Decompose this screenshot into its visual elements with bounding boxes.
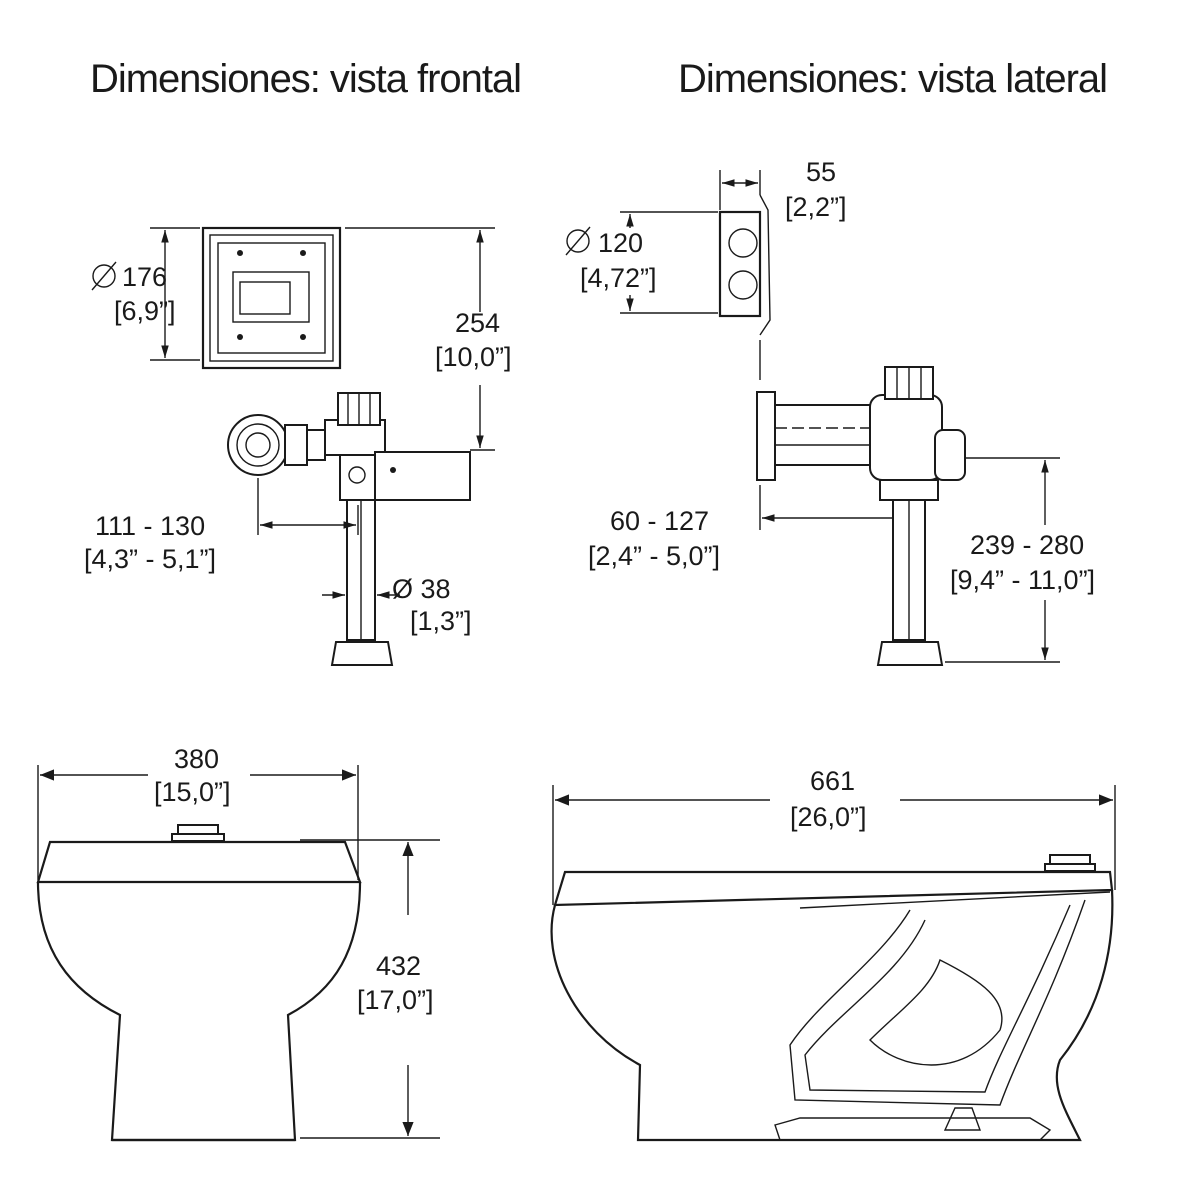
side-toilet-length-mm: 661 <box>810 766 855 796</box>
side-offset-mm: 60 - 127 <box>610 506 709 536</box>
side-depth-mm: 55 <box>806 157 836 187</box>
front-toilet <box>36 824 362 1142</box>
side-height-dimension: 239 - 280 [9,4” - 11,0”] <box>945 457 1095 663</box>
pipe-diameter-mm: Ø 38 <box>392 574 451 604</box>
side-toilet-length-in: [26,0”] <box>790 802 867 832</box>
front-toilet-width-in: [15,0”] <box>154 777 231 807</box>
side-depth-in: [2,2”] <box>785 192 847 222</box>
side-plate-dimension: 120 [4,72”] <box>565 211 718 314</box>
front-offset-dimension: 111 - 130 [4,3” - 5,1”] <box>84 478 359 574</box>
front-toilet-height-in: [17,0”] <box>357 985 434 1015</box>
front-height-in: [10,0”] <box>435 342 512 372</box>
front-height-mm: 254 <box>455 308 500 338</box>
side-toilet-length-dimension: 661 [26,0”] <box>552 766 1116 905</box>
front-offset-mm: 111 - 130 <box>95 511 205 541</box>
title-side-view: Dimensiones: vista lateral <box>678 57 1108 101</box>
diameter-icon <box>91 261 117 291</box>
front-flush-valve <box>227 392 471 666</box>
side-height-mm: 239 - 280 <box>970 530 1084 560</box>
front-panel-dimension: 176 [6,9”] <box>91 227 200 361</box>
front-toilet-width-dimension: 380 [15,0”] <box>37 744 359 880</box>
side-plate-mm: 120 <box>598 228 643 258</box>
side-height-in: [9,4” - 11,0”] <box>950 565 1095 595</box>
pipe-diameter-in: [1,3”] <box>410 606 472 636</box>
panel-size-in: [6,9”] <box>114 296 176 326</box>
side-flush-plate <box>718 194 771 336</box>
side-depth-dimension: 55 [2,2”] <box>719 157 847 222</box>
pipe-diameter-dimension: Ø 38 [1,3”] <box>322 574 472 636</box>
front-toilet-height-mm: 432 <box>376 951 421 981</box>
front-flush-panel <box>201 226 342 370</box>
side-toilet <box>550 854 1114 1142</box>
panel-size-mm: 176 <box>122 262 167 292</box>
side-offset-dimension: 60 - 127 [2,4” - 5,0”] <box>588 485 893 571</box>
side-plate-in: [4,72”] <box>580 263 657 293</box>
diameter-icon <box>565 226 591 256</box>
side-offset-in: [2,4” - 5,0”] <box>588 541 720 571</box>
side-flush-valve <box>756 340 966 666</box>
front-offset-in: [4,3” - 5,1”] <box>84 544 216 574</box>
title-front-view: Dimensiones: vista frontal <box>90 57 522 101</box>
front-height-dimension: 254 [10,0”] <box>345 227 512 451</box>
front-toilet-width-mm: 380 <box>174 744 219 774</box>
front-toilet-height-dimension: 432 [17,0”] <box>300 839 440 1139</box>
